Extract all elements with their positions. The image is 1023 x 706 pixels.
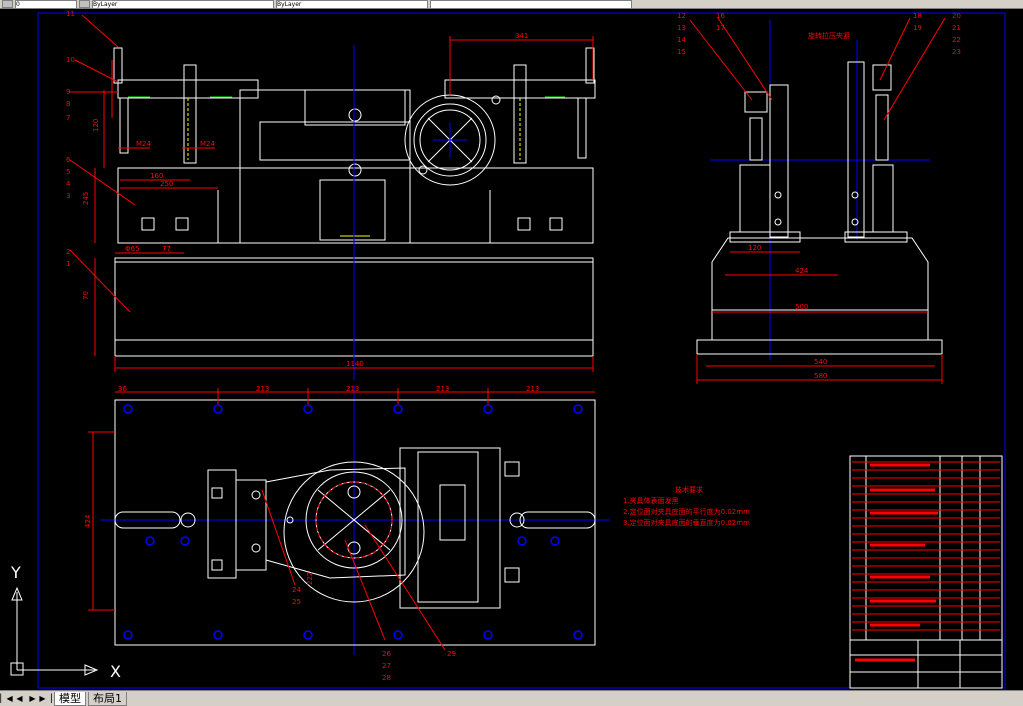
label-10: 10: [66, 56, 75, 64]
plan-dimensions: [88, 388, 595, 651]
front-dimensions: [69, 14, 594, 372]
label-24: 24: [292, 586, 301, 594]
side-dim-text: 旋转拉压夹紧 120 424 500 540 580 12 13 14 15 1…: [677, 12, 961, 380]
plan-dim-spacing-1: 213: [256, 385, 269, 393]
parts-list-rows: [852, 461, 1000, 662]
plan-dim-spacing-3: 213: [436, 385, 449, 393]
label-3: 3: [66, 192, 70, 200]
dim-77: 77: [162, 245, 171, 253]
next-tab-icon[interactable]: ▶: [29, 694, 36, 703]
side-dim-424: 424: [795, 267, 809, 275]
plan-rotary-disc: [283, 461, 425, 603]
lineweight-field[interactable]: ByLayer: [276, 0, 428, 8]
dim-245: 245: [82, 192, 90, 205]
tab-layout1[interactable]: 布局1: [88, 691, 127, 706]
label-2: 2: [66, 248, 70, 256]
fixture-body: [117, 167, 594, 244]
side-dim-120: 120: [748, 244, 761, 252]
plan-dim-width: 424: [84, 514, 92, 528]
plan-mounting-holes: [123, 404, 583, 640]
properties-toolbar: 0 ByLayer ByLayer: [0, 0, 1023, 9]
label-14: 14: [677, 36, 686, 44]
label-21: 21: [952, 24, 961, 32]
dim-phi65: Φ65: [125, 245, 139, 253]
layer-icon[interactable]: [2, 0, 13, 8]
side-dimensions: [689, 17, 946, 384]
ucs-icon: [10, 586, 99, 676]
label-15: 15: [677, 48, 686, 56]
label-26: 26: [382, 650, 391, 658]
dim-m24b: M24: [200, 140, 215, 148]
plotstyle-field[interactable]: [430, 0, 632, 8]
last-tab-icon[interactable]: ▶▕: [39, 694, 52, 703]
label-18: 18: [913, 12, 922, 20]
side-dim-580: 580: [814, 372, 827, 380]
front-dim-text: 1140 341 250 160 245 70 Φ65 77 M24 M24 1…: [66, 10, 528, 368]
label-20: 20: [952, 12, 961, 20]
label-5: 5: [66, 168, 70, 176]
dim-120: 120: [92, 119, 100, 132]
side-base-foot: [696, 339, 943, 355]
side-right-post: [847, 61, 865, 238]
dim-250: 250: [160, 180, 173, 188]
plan-gearbox: [399, 447, 501, 609]
plan-dim-spacing-4: 213: [526, 385, 539, 393]
layer-field[interactable]: 0: [15, 0, 77, 8]
left-clamp-arm: [117, 79, 259, 99]
first-tab-icon[interactable]: ▏◀: [0, 694, 13, 703]
tech-notes-title: 技术要求: [675, 485, 703, 494]
label-19: 19: [913, 24, 922, 32]
label-9: 9: [66, 88, 70, 96]
dim-top-span: 341: [515, 32, 528, 40]
side-title: 旋转拉压夹紧: [808, 31, 850, 40]
tech-notes: 技术要求 1.夹具体表面发黑 2.定位面对夹具底面的平行度为0.02mm 3.定…: [623, 485, 750, 527]
motor-block: [319, 179, 386, 241]
label-23: 23: [952, 48, 961, 56]
label-7: 7: [66, 114, 70, 122]
dim-m24a: M24: [136, 140, 151, 148]
dim-70: 70: [82, 291, 90, 300]
label-1: 1: [66, 260, 70, 268]
label-17: 17: [716, 24, 725, 32]
drawing-canvas[interactable]: 1140 341 250 160 245 70 Φ65 77 M24 M24 1…: [0, 9, 1023, 690]
layout-tab-bar: ▏◀ ◀ ▶ ▶▕ 模型 布局1: [0, 690, 1023, 706]
ucs-x-label: X: [110, 662, 121, 681]
label-25: 25: [292, 598, 301, 606]
right-clamp-arm: [444, 79, 596, 99]
label-6: 6: [66, 156, 71, 164]
label-16: 16: [716, 12, 725, 20]
prev-tab-icon[interactable]: ◀: [16, 694, 23, 703]
plan-view: [114, 399, 596, 646]
plan-dim-222: 222: [306, 572, 314, 585]
label-13: 13: [677, 24, 686, 32]
side-view: [696, 61, 943, 355]
label-22: 22: [952, 36, 961, 44]
linetype-field[interactable]: ByLayer: [92, 0, 274, 8]
sheet-border: [37, 12, 1006, 689]
label-4: 4: [66, 180, 71, 188]
dim-overall-length: 1140: [346, 360, 364, 368]
side-dim-500: 500: [795, 303, 808, 311]
label-28: 28: [382, 674, 391, 682]
side-dim-540: 540: [814, 358, 827, 366]
plan-dim-36: 36: [118, 385, 127, 393]
plan-dim-text: 36 213 213 213 213 424 222 24 25 26 27 2…: [84, 385, 539, 682]
label-11: 11: [66, 10, 75, 18]
label-29: 29: [447, 650, 456, 658]
dim-160: 160: [150, 172, 163, 180]
label-27: 27: [382, 662, 391, 670]
side-left-post: [769, 84, 789, 238]
tech-note-1: 1.夹具体表面发黑: [623, 496, 679, 505]
tech-note-2: 2.定位面对夹具底面的平行度为0.02mm: [623, 507, 750, 516]
tab-model[interactable]: 模型: [54, 691, 86, 706]
label-8: 8: [66, 100, 70, 108]
title-block: [849, 455, 1003, 689]
tech-note-3: 3.定位面对夹具底面的垂直度为0.02mm: [623, 518, 750, 527]
drawing-svg: 1140 341 250 160 245 70 Φ65 77 M24 M24 1…: [10, 10, 1006, 689]
label-12: 12: [677, 12, 686, 20]
ucs-y-label: Y: [10, 563, 21, 582]
plan-dim-spacing-2: 213: [346, 385, 359, 393]
color-icon[interactable]: [79, 0, 90, 8]
